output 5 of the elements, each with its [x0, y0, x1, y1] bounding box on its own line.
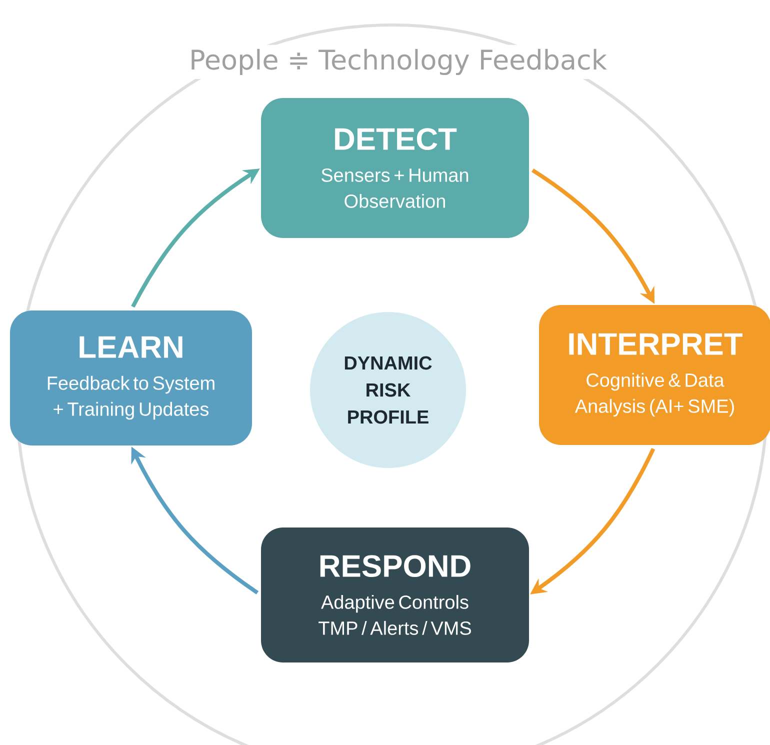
stage-box: INTERPRET Cognitive & Data Analysis (AI+ SME)	[539, 305, 770, 445]
stage-box: RESPOND Adaptive Controls TMP / Alerts / VMS	[261, 528, 529, 662]
stage-box: LEARN Feedback to System + Training Updates	[10, 310, 252, 446]
title: People ≑ Technology Feedback	[185, 44, 611, 80]
stage-box: DETECT Sensers + Human Observation	[261, 98, 529, 238]
